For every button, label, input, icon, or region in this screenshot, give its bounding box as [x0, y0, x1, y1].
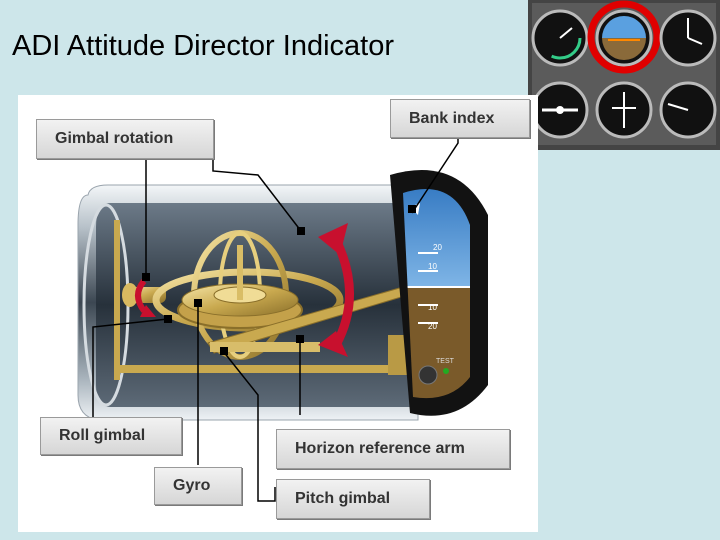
pitch-mark-label: 10 [428, 303, 437, 312]
airspeed-gauge [531, 9, 589, 67]
diagram-panel: 20 10 10 20 TEST Gimbal [18, 95, 538, 532]
pitch-mark-label: 10 [428, 262, 437, 271]
callout-roll-gimbal: Roll gimbal [40, 417, 182, 455]
pitch-mark-label: 20 [433, 243, 442, 252]
callout-gimbal-rotation: Gimbal rotation [36, 119, 214, 159]
callout-horizon-reference-arm: Horizon reference arm [276, 429, 510, 469]
heading-gauge [595, 81, 653, 139]
slide-title: ADI Attitude Director Indicator [12, 30, 394, 62]
test-label: TEST [436, 358, 455, 365]
attitude-gauge [587, 0, 661, 74]
turn-coordinator-gauge [531, 81, 589, 139]
callout-gyro: Gyro [154, 467, 242, 505]
callout-pitch-gimbal: Pitch gimbal [276, 479, 430, 519]
callout-bank-index: Bank index [390, 99, 530, 138]
pitch-mark-label: 20 [428, 322, 437, 331]
highlight-ring [587, 0, 661, 74]
instrument-panel-photo [528, 0, 720, 150]
altimeter-gauge [659, 9, 717, 67]
vertical-speed-gauge [659, 81, 717, 139]
adi-cutaway-illustration: 20 10 10 20 TEST [77, 130, 488, 502]
